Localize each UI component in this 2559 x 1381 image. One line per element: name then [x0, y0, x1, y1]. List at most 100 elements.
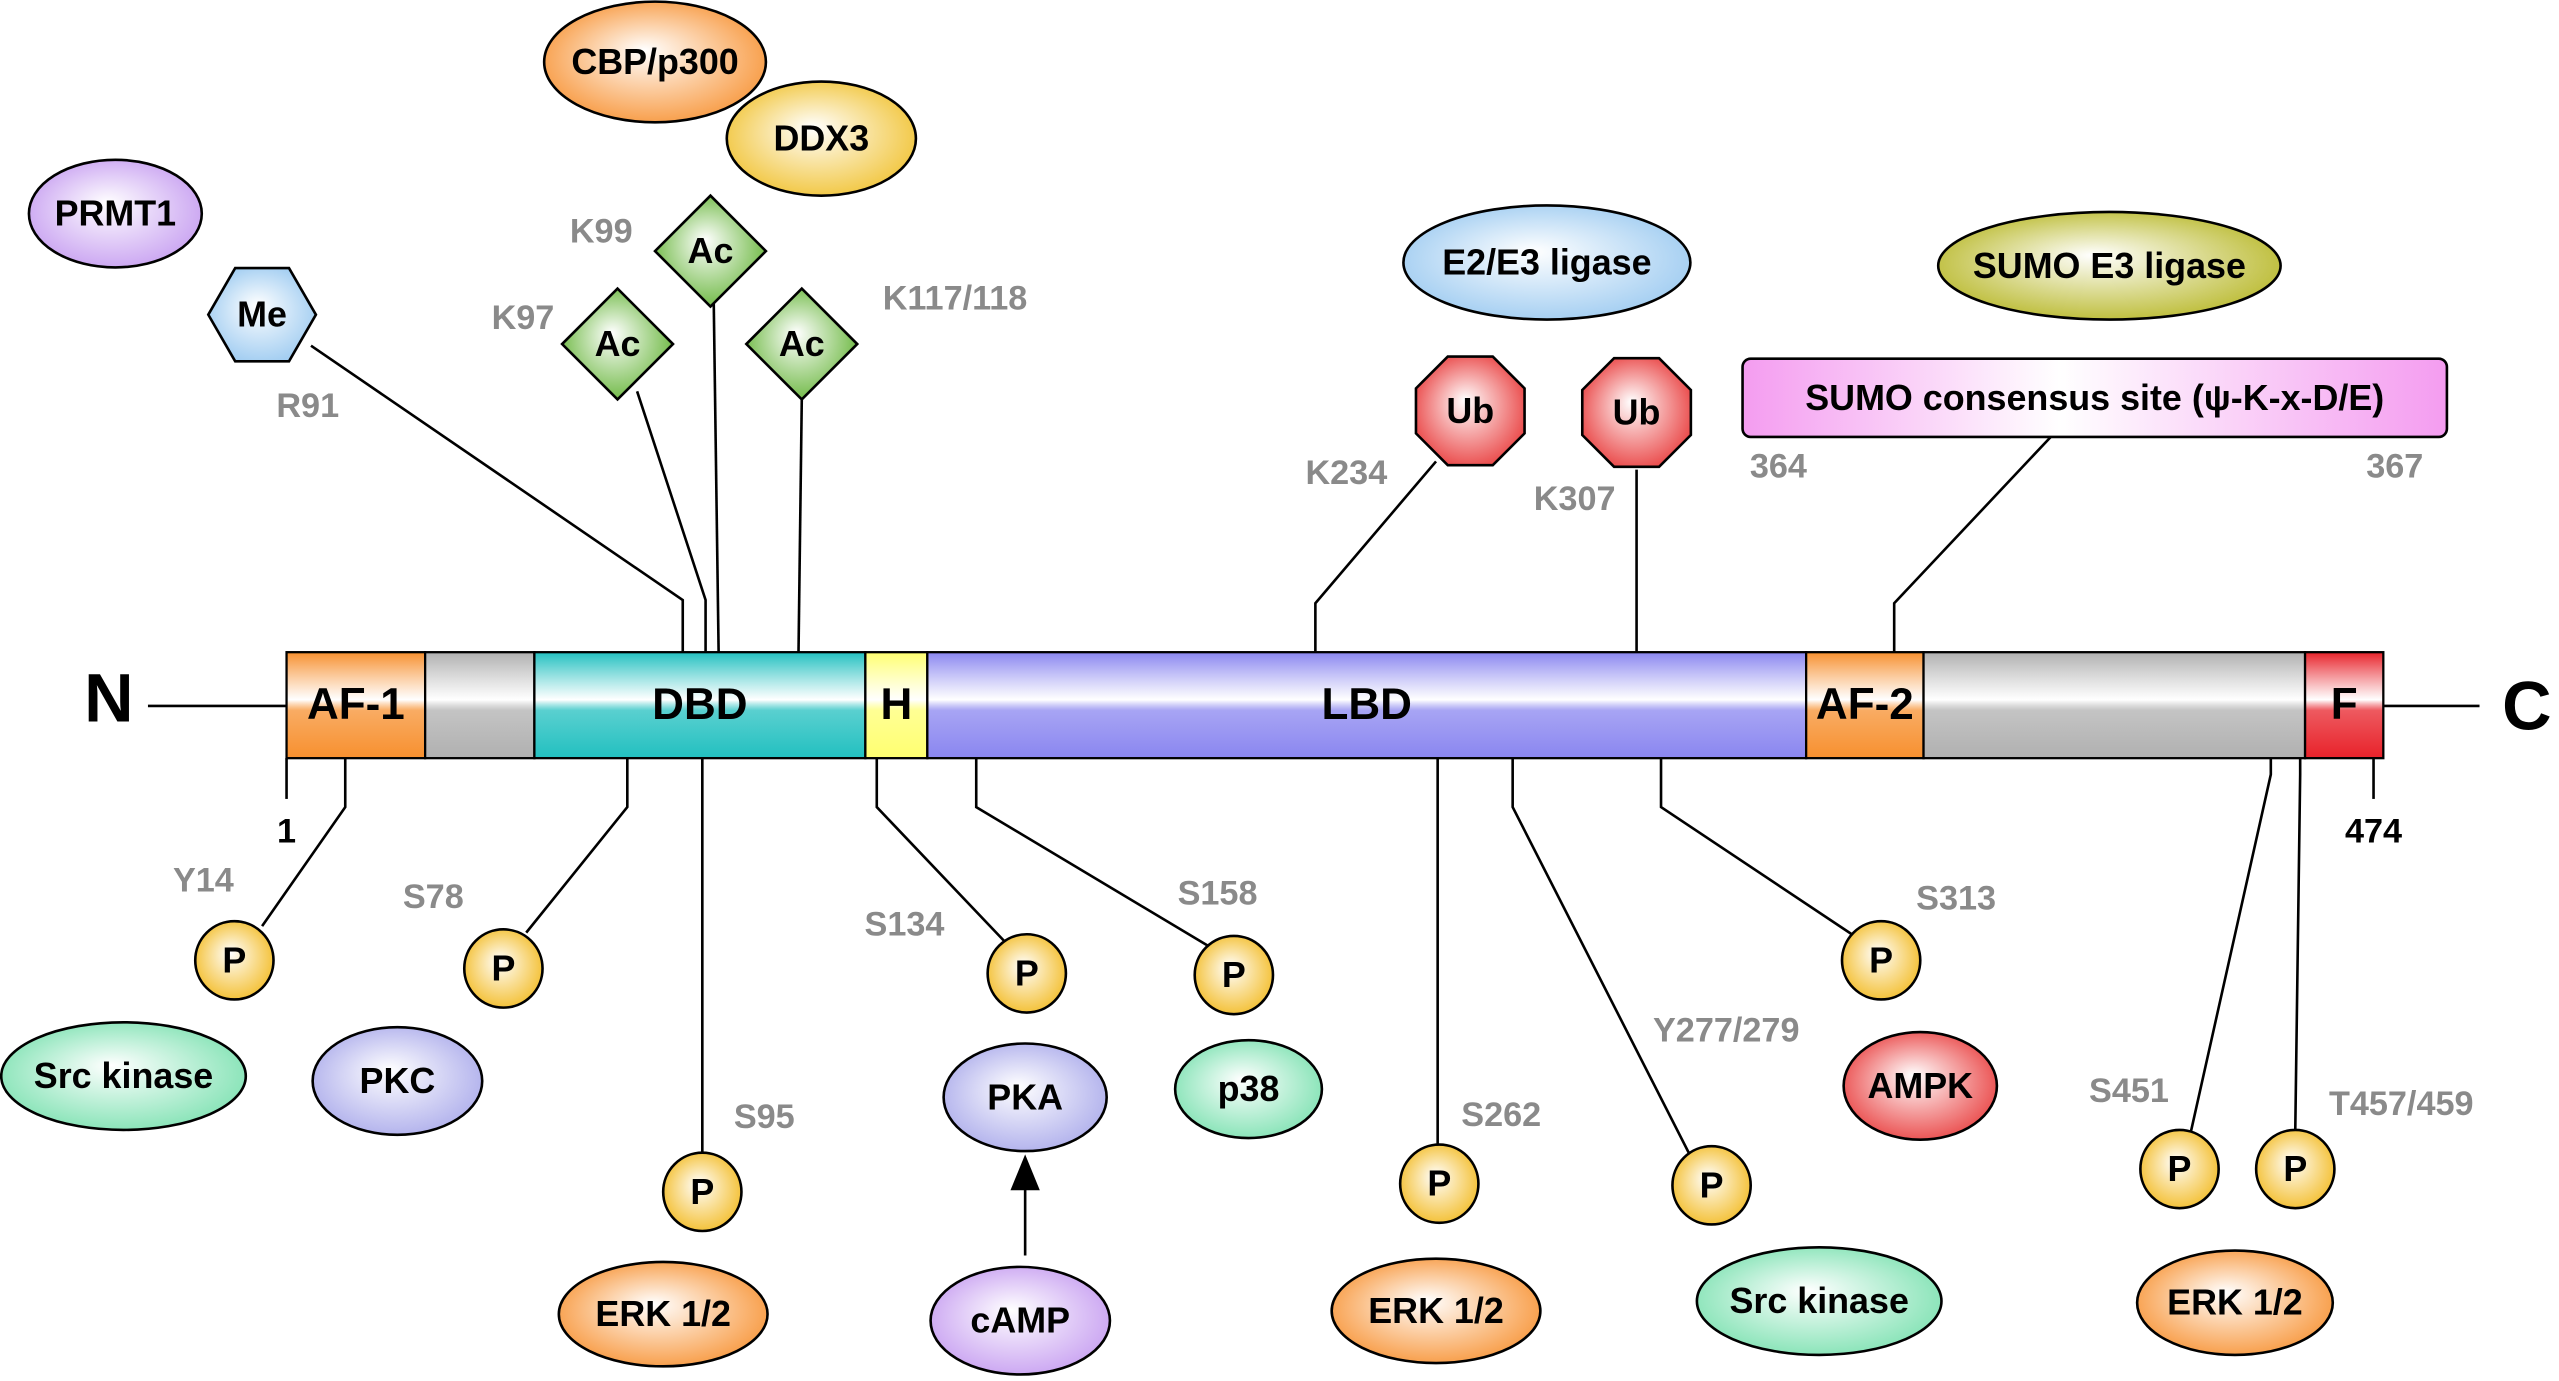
c-terminus-label: C	[2502, 667, 2551, 744]
connector-line	[261, 758, 347, 927]
phospho-circle	[1840, 919, 1922, 1001]
domain-label-dbd: DBD	[652, 680, 747, 729]
acetyl-site-icon-shape	[744, 286, 860, 402]
phospho-label: P	[1700, 1165, 1724, 1205]
enzyme-label: PKA	[987, 1077, 1063, 1117]
connector-line	[1659, 758, 1853, 936]
domain-label-af1: AF-1	[307, 680, 405, 729]
site-label-s95: S95	[734, 1098, 795, 1136]
enzyme-label: CBP/p300	[571, 42, 738, 82]
connector-line	[875, 758, 1005, 942]
connector-line	[1314, 460, 1438, 653]
ubiquitin-site-icon-label: Ub	[1446, 391, 1494, 431]
domain-f	[2303, 651, 2385, 760]
site-label-k99: K99	[570, 213, 633, 251]
connector-line	[635, 390, 707, 653]
connector-line	[2293, 758, 2302, 1130]
phospho-circle	[661, 1151, 743, 1233]
enzyme-cbp: CBP/p300	[542, 0, 768, 124]
n-terminus-label: N	[84, 659, 133, 736]
acetyl-site-icon: Ac	[653, 193, 768, 309]
site-label-s78: S78	[403, 878, 464, 916]
enzyme-ellipse	[1173, 1038, 1324, 1140]
site-label-r91: R91	[276, 387, 339, 425]
enzyme-ampk: AMPK	[1842, 1030, 1999, 1141]
acetyl-site-icon-label: Ac	[595, 324, 641, 364]
phospho-site-icon: P	[986, 932, 1068, 1014]
phospho-label: P	[2283, 1149, 2307, 1189]
methyl-site-icon-shape	[206, 266, 318, 363]
acetyl-site-icon-label: Ac	[779, 324, 825, 364]
domain-h	[864, 651, 929, 760]
sumo-site-end: 367	[2366, 447, 2423, 485]
phospho-site-icon: P	[1840, 919, 1922, 1001]
enzyme-ellipse	[1402, 204, 1692, 321]
phospho-circle	[462, 928, 544, 1009]
enzyme-ellipse	[27, 158, 204, 269]
enzyme-label: E2/E3 ligase	[1442, 243, 1651, 283]
enzyme-ellipse	[1842, 1030, 1999, 1141]
site-label-s313: S313	[1916, 879, 1996, 917]
phospho-site-icon: P	[2254, 1128, 2336, 1210]
enzyme-ellipse	[942, 1042, 1108, 1153]
acetyl-site-icon-shape	[560, 286, 675, 402]
enzyme-label: PKC	[360, 1061, 436, 1101]
domain-af2	[1804, 651, 1925, 760]
enzyme-label: ERK 1/2	[1368, 1291, 1504, 1331]
domain-dbd	[533, 651, 867, 760]
phospho-site-icon: P	[1398, 1143, 1480, 1225]
domain-label-f: F	[2331, 680, 2358, 729]
enzyme-camp: cAMP	[929, 1265, 1112, 1376]
enzyme-label: p38	[1218, 1069, 1280, 1109]
enzyme-sumo_e3: SUMO E3 ligase	[1936, 210, 2282, 321]
site-label-y14: Y14	[173, 861, 234, 899]
connector-line	[797, 399, 804, 653]
phospho-circle	[1671, 1144, 1753, 1226]
acetyl-site-icon: Ac	[744, 286, 860, 402]
phospho-label: P	[1222, 955, 1246, 995]
phospho-circle	[1193, 934, 1275, 1016]
enzyme-ellipse	[311, 1025, 484, 1137]
enzyme-pka: PKA	[942, 1042, 1108, 1153]
enzyme-ellipse	[725, 80, 918, 197]
site-label-k234: K234	[1305, 454, 1387, 492]
methyl-site-icon: Me	[206, 266, 318, 363]
phospho-label: P	[1015, 953, 1039, 993]
arrow-up-icon	[1010, 1154, 1040, 1191]
phospho-site-icon: P	[193, 919, 275, 1001]
ubiquitin-site-icon-shape	[1414, 355, 1526, 467]
start-position: 1	[277, 813, 296, 851]
connector-line	[310, 344, 685, 653]
enzyme-ddx3: DDX3	[725, 80, 918, 197]
phospho-label: P	[222, 940, 246, 980]
connector-line	[525, 758, 629, 934]
enzyme-label: Src kinase	[34, 1056, 213, 1096]
phospho-site-icon: P	[1193, 934, 1275, 1016]
enzyme-ellipse	[2135, 1249, 2335, 1357]
phospho-label: P	[1427, 1164, 1451, 1204]
phospho-circle	[1398, 1143, 1480, 1225]
domain-label-af2: AF-2	[1816, 680, 1914, 729]
methyl-site-icon-label: Me	[237, 295, 287, 335]
enzyme-ellipse	[929, 1265, 1112, 1376]
phospho-site-icon: P	[462, 928, 544, 1009]
phospho-circle	[193, 919, 275, 1001]
enzyme-e2e3: E2/E3 ligase	[1402, 204, 1692, 321]
connector-line	[712, 301, 720, 653]
ubiquitin-site-icon: Ub	[1580, 356, 1693, 469]
phospho-site-icon: P	[661, 1151, 743, 1233]
enzyme-ellipse	[557, 1260, 769, 1368]
connector-line	[2189, 758, 2273, 1132]
site-label-s158: S158	[1178, 874, 1258, 912]
phospho-circle	[2254, 1128, 2336, 1210]
site-label-k307: K307	[1534, 480, 1616, 518]
enzyme-ellipse	[1936, 210, 2282, 321]
acetyl-site-icon: Ac	[560, 286, 675, 402]
phospho-label: P	[2168, 1149, 2192, 1189]
enzyme-label: cAMP	[970, 1301, 1070, 1341]
enzyme-label: AMPK	[1867, 1066, 1973, 1106]
domain-label-h: H	[880, 680, 912, 729]
